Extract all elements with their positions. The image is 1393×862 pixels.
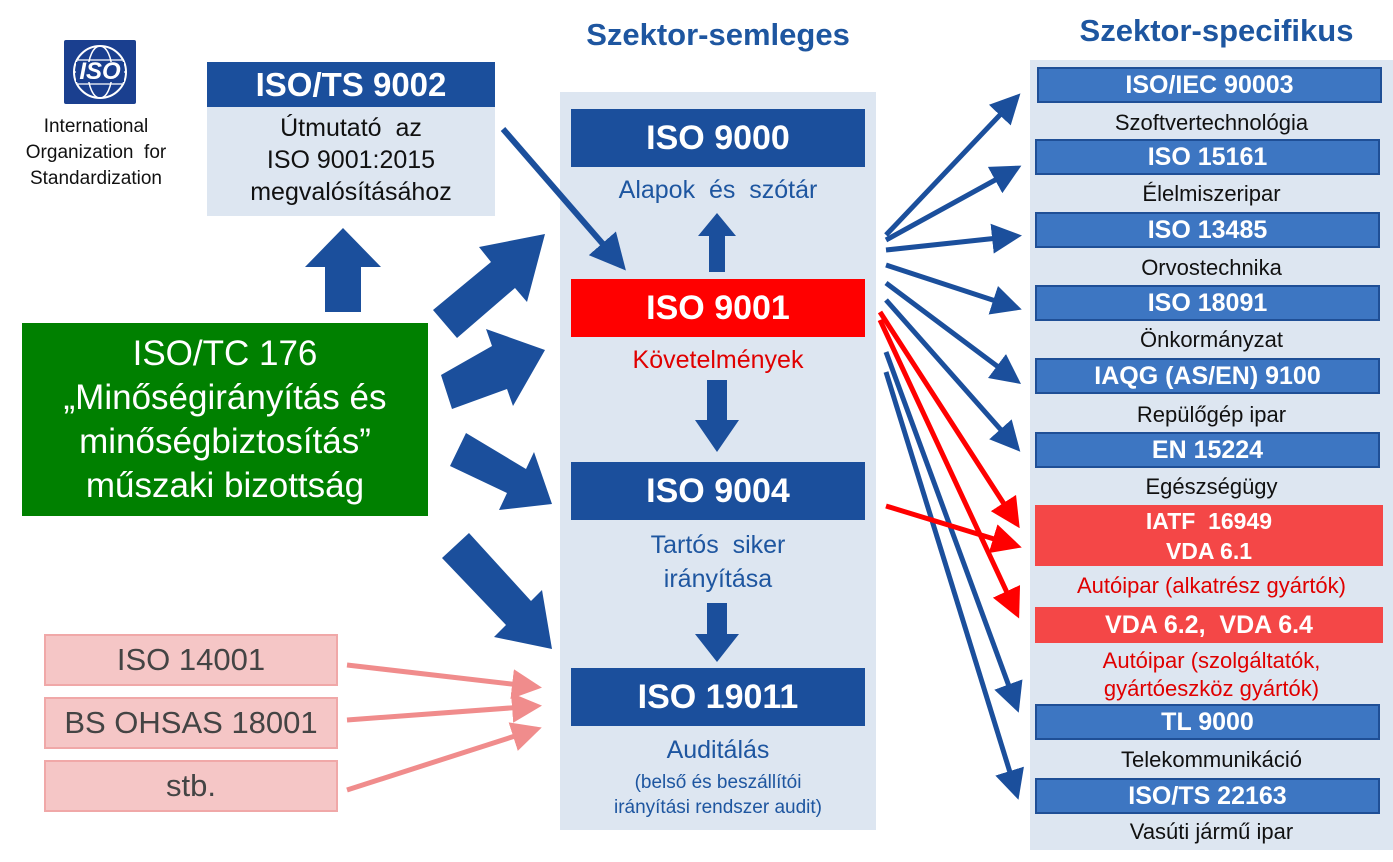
iso-ts-9002-title: ISO/TS 9002 [207,62,495,107]
sector-label-red: Autóipar (szolgáltatók, gyártóeszköz gyá… [1030,647,1393,703]
thick-arrow-to-iso-9004 [450,433,552,510]
red-arrow-9004-to-iatf [885,503,1022,554]
sector-label-line: gyártóeszköz gyártók) [1103,676,1320,701]
sector-standard-box: ISO 18091 [1035,285,1380,321]
committee-line: „Minőségirányítás és [63,377,387,417]
iso-logo: ISO [64,40,136,104]
iso-9001-box: ISO 9001 [571,279,865,337]
thick-arrow-to-iso-9001 [441,329,545,409]
heading-sector-specific: Szektor-specifikus [1079,13,1354,48]
iso-19011-subtitle: Auditálás [666,736,770,764]
up-arrow-9001-to-9000 [698,213,736,272]
red-arrow-9001-to-iatf [877,310,1020,529]
iso-9004-subtitle-line: Tartós siker [650,531,786,559]
iso-caption-line: Organization for [25,142,167,163]
iso-ts-9002-description: Útmutató az ISO 9001:2015 megvalósításáh… [207,112,495,208]
sector-standard-box: IAQG (AS/EN) 9100 [1035,358,1380,394]
sector-label: Orvostechnika [1141,255,1282,280]
up-arrow-to-iso-ts-9002 [305,228,381,312]
sector-label: Telekommunikáció [1121,747,1302,772]
iso-9004-subtitle-line: irányítása [663,565,773,593]
iso-9004-box: ISO 9004 [571,462,865,520]
committee-line: minőségbiztosítás” [79,421,371,461]
sector-label: Élelmiszeripar [1142,181,1281,206]
iso-tc-176-box: ISO/TC 176 „Minőségirányítás és minőségb… [22,323,428,516]
other-standard-etc: stb. [44,760,338,812]
iso-caption-line: Standardization [29,168,163,189]
arrow-to-en-15224 [884,298,1021,452]
down-arrow-9004-to-19011 [695,603,739,662]
sector-standard-box-red: VDA 6.2, VDA 6.4 [1035,607,1383,643]
sector-label: Vasúti jármű ipar [1129,819,1294,844]
pink-arrow-iso-14001 [346,662,542,700]
heading-sector-neutral: Szektor-semleges [586,17,850,52]
iso-ts-9002-line: ISO 9001:2015 [266,146,436,174]
iso-19011-note: (belső és beszállítói irányítási rendsze… [560,770,876,820]
iso-19011-box: ISO 19011 [571,668,865,726]
arrow-to-tl-9000 [883,351,1023,713]
arrow-to-iso-13485 [885,223,1022,254]
sector-standard-box: ISO/IEC 90003 [1037,67,1382,103]
iso-caption-line: International [43,116,149,137]
sector-label: Szoftvertechnológia [1114,110,1309,135]
iso-19011-note-line: (belső és beszállítói [634,772,802,793]
arrow-to-iaqg-9100 [884,280,1022,384]
committee-line: műszaki bizottság [85,465,365,505]
sector-label: Repülőgép ipar [1136,402,1287,427]
committee-line: ISO/TC 176 [132,333,318,373]
iso-9000-box: ISO 9000 [571,109,865,167]
sector-standard-box-red: IATF 16949 VDA 6.1 [1035,505,1383,566]
other-standard-bs-ohsas-18001: BS OHSAS 18001 [44,697,338,749]
pink-arrow-bs-ohsas [346,692,542,723]
sector-standard-box: ISO 15161 [1035,139,1380,175]
arrow-to-iso-iec-90003 [884,93,1021,237]
sector-label-red: Autóipar (alkatrész gyártók) [1077,573,1346,598]
thick-arrow-to-iso-9000 [433,234,545,338]
thick-arrow-to-iso-19011 [442,533,552,649]
red-arrow-9001-to-vda62 [877,318,1021,619]
iso-9001-subtitle: Követelmények [632,346,804,374]
down-arrow-9001-to-9004 [695,380,739,452]
arrow-9002-to-9001 [500,127,626,271]
iso-logo-caption: International Organization for Standardi… [20,114,172,192]
iso-ts-9002-line: megvalósításához [250,178,452,206]
sector-standard-box: ISO 13485 [1035,212,1380,248]
arrow-to-iso-15161 [884,165,1022,243]
arrow-to-iso-18091 [885,262,1022,315]
iso-ts-9002-line: Útmutató az [280,114,422,142]
iso-globe-icon [73,45,127,99]
iso-19011-note-line: irányítási rendszer audit) [613,797,823,818]
sector-standard-box: ISO/TS 22163 [1035,778,1380,814]
sector-label-line: Autóipar (szolgáltatók, [1102,648,1321,673]
sector-standard-box: TL 9000 [1035,704,1380,740]
iso-9004-subtitle: Tartós siker irányítása [560,528,876,596]
arrow-to-iso-ts-22163 [883,371,1024,800]
sector-label: Önkormányzat [1139,327,1284,352]
iso-logo-mark: ISO [79,58,121,85]
sector-standard-box: EN 15224 [1035,432,1380,468]
iso-9000-subtitle: Alapok és szótár [618,176,818,204]
other-standard-iso-14001: ISO 14001 [44,634,338,686]
sector-standard-line: IATF 16949 [1145,507,1273,534]
sector-label: Egészségügy [1145,474,1278,499]
pink-arrow-etc [346,722,542,793]
sector-standard-line: VDA 6.1 [1165,537,1253,564]
